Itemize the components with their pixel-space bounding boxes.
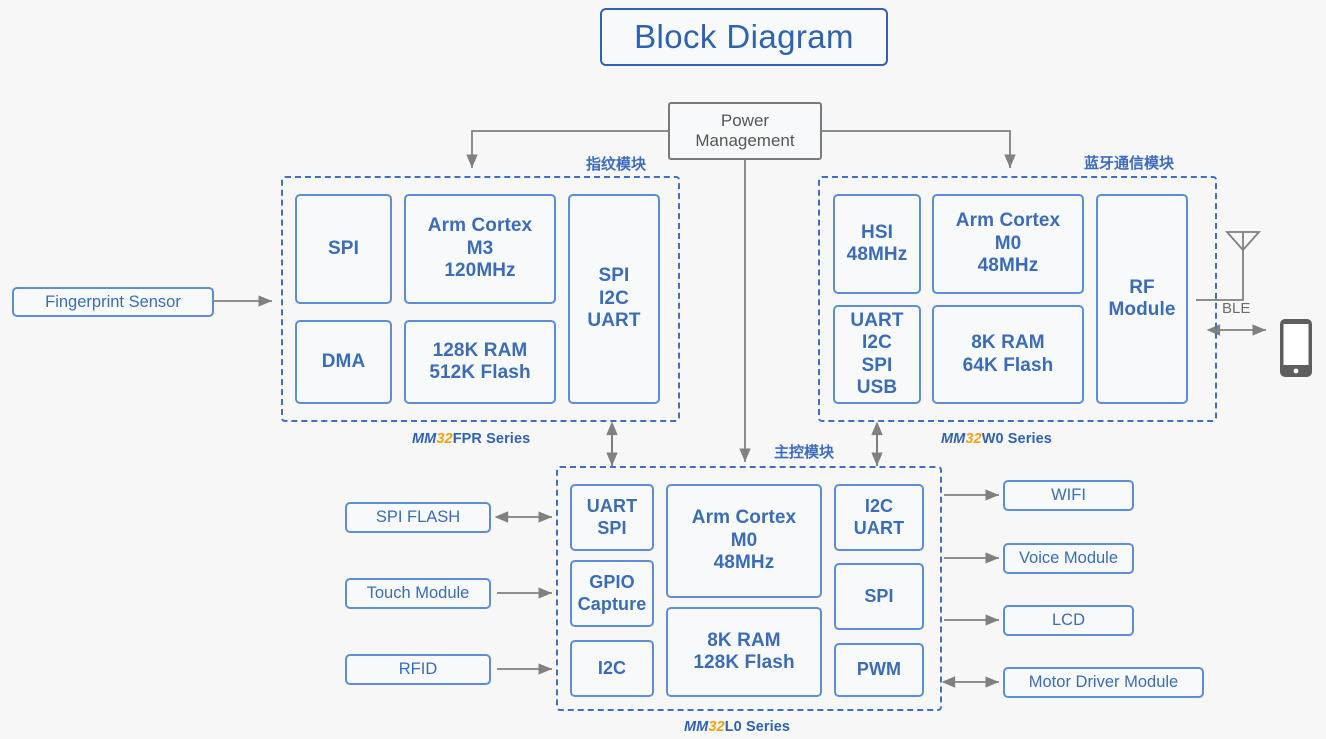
module-main-control (556, 466, 942, 711)
series-32: 32 (708, 719, 725, 735)
smartphone-icon (1280, 319, 1312, 377)
caption-fingerprint-module: 指纹模块 (586, 155, 647, 173)
w0-block-rf-module[interactable]: RF Module (1096, 194, 1188, 404)
peripheral-wifi[interactable]: WIFI (1003, 480, 1134, 511)
fpr-block-spi[interactable]: SPI (295, 194, 392, 304)
series-rest: FPR Series (452, 431, 531, 447)
series-rest: W0 Series (981, 431, 1052, 447)
module-bluetooth (818, 176, 1217, 422)
l0-block-spi[interactable]: SPI (834, 563, 924, 630)
series-rest: L0 Series (724, 719, 791, 735)
fpr-block-dma[interactable]: DMA (295, 320, 392, 404)
module-fingerprint (281, 176, 680, 422)
peripheral-lcd[interactable]: LCD (1003, 605, 1134, 636)
peripheral-touch-module[interactable]: Touch Module (345, 578, 491, 609)
w0-block-interfaces[interactable]: UART I2C SPI USB (833, 305, 921, 404)
series-32: 32 (436, 431, 453, 447)
caption-main-control-module: 主控模块 (774, 443, 835, 461)
l0-block-memory[interactable]: 8K RAM 128K Flash (666, 607, 822, 697)
w0-block-core[interactable]: Arm Cortex M0 48MHz (932, 194, 1084, 294)
peripheral-voice-module[interactable]: Voice Module (1003, 543, 1134, 574)
fpr-block-memory[interactable]: 128K RAM 512K Flash (404, 320, 556, 404)
power-management-block: Power Management (668, 102, 822, 160)
fpr-block-interfaces[interactable]: SPI I2C UART (568, 194, 660, 404)
series-mm: MM (941, 431, 966, 447)
peripheral-spi-flash[interactable]: SPI FLASH (345, 502, 491, 533)
peripheral-fingerprint-sensor[interactable]: Fingerprint Sensor (12, 287, 214, 317)
series-32: 32 (965, 431, 982, 447)
w0-block-memory[interactable]: 8K RAM 64K Flash (932, 305, 1084, 404)
caption-bluetooth-module: 蓝牙通信模块 (1084, 154, 1175, 172)
page-title: Block Diagram (600, 8, 888, 66)
series-mm: MM (684, 719, 709, 735)
ble-link-label: BLE (1222, 300, 1251, 317)
series-label-fpr: MM32FPR Series (412, 431, 530, 447)
w0-block-hsi[interactable]: HSI 48MHz (833, 194, 921, 294)
series-mm: MM (412, 431, 437, 447)
l0-block-gpio-capture[interactable]: GPIO Capture (570, 560, 654, 627)
series-label-l0: MM32L0 Series (684, 719, 790, 735)
l0-block-uart-spi[interactable]: UART SPI (570, 484, 654, 551)
l0-block-i2c-uart[interactable]: I2C UART (834, 484, 924, 551)
fpr-block-core[interactable]: Arm Cortex M3 120MHz (404, 194, 556, 304)
l0-block-i2c[interactable]: I2C (570, 640, 654, 697)
peripheral-motor-driver-module[interactable]: Motor Driver Module (1003, 667, 1204, 698)
l0-block-pwm[interactable]: PWM (834, 643, 924, 697)
series-label-w0: MM32W0 Series (941, 431, 1052, 447)
l0-block-core[interactable]: Arm Cortex M0 48MHz (666, 484, 822, 598)
peripheral-rfid[interactable]: RFID (345, 654, 491, 685)
